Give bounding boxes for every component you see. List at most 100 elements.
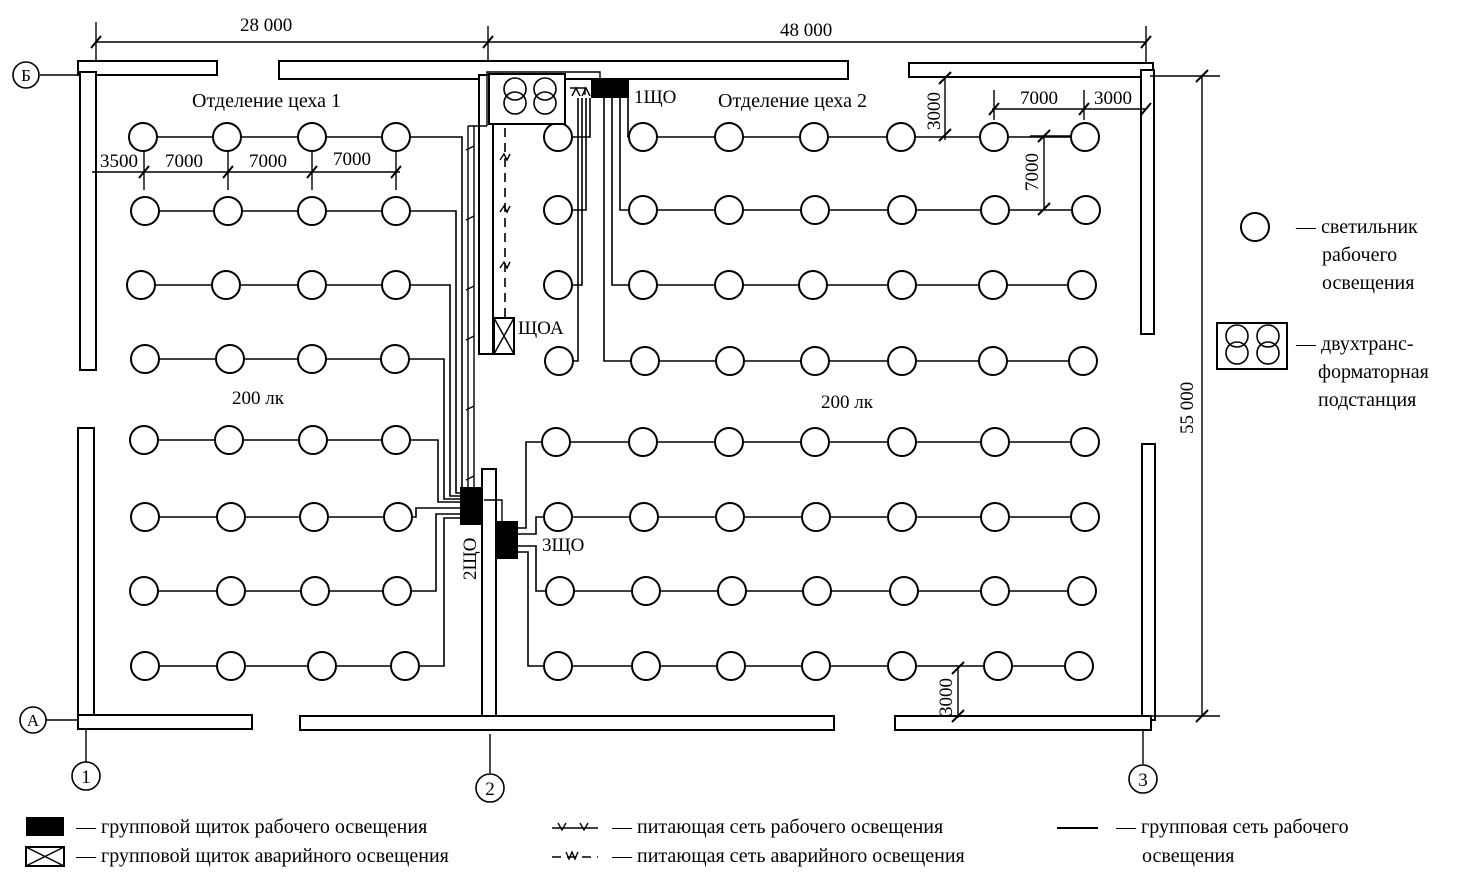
- luminaire: [543, 502, 573, 532]
- luminaire: [543, 122, 573, 152]
- luminaire: [980, 502, 1010, 532]
- luminaire: [297, 344, 327, 374]
- luminaire: [543, 651, 573, 681]
- legend-feed-emergency-icon: [552, 850, 598, 861]
- panel-3-icon: [496, 521, 518, 559]
- luminaire: [297, 196, 327, 226]
- luminaire: [714, 122, 744, 152]
- legend-feed-work-icon: [552, 822, 598, 832]
- panel-2-label: 2ЩО: [460, 538, 481, 580]
- legend-emergency-panel-icon: [25, 846, 65, 867]
- wall-partition-upper: [478, 74, 494, 355]
- legend-substation-icon: [1216, 322, 1288, 370]
- luminaire: [980, 427, 1010, 457]
- luminaire: [715, 346, 745, 376]
- legend-emergency-panel-text: — групповой щиток аварийного освещения: [75, 845, 449, 867]
- luminaire: [628, 195, 658, 225]
- luminaire: [307, 651, 337, 681]
- luminaire: [799, 122, 829, 152]
- luminaire: [802, 576, 832, 606]
- legend-feed-work-text: — питающая сеть рабочего освещения: [611, 816, 943, 838]
- luminaire: [130, 502, 160, 532]
- dim-top-offset: 3000: [924, 92, 945, 130]
- luminaire: [714, 195, 744, 225]
- walls: [77, 60, 1156, 731]
- luminaire: [380, 344, 410, 374]
- luminaire: [215, 344, 245, 374]
- dim-right-offset: 3000: [1094, 88, 1132, 109]
- luminaire: [211, 270, 241, 300]
- group-line: [603, 98, 1083, 362]
- luminaire: [628, 270, 658, 300]
- luminaire: [978, 270, 1008, 300]
- emergency-panel-label: ЩОА: [518, 318, 564, 339]
- luminaire: [381, 196, 411, 226]
- luminaire: [130, 344, 160, 374]
- axis-label-a: А: [27, 711, 40, 730]
- luminaire: [980, 195, 1010, 225]
- luminaire: [798, 270, 828, 300]
- group-line: [619, 98, 1086, 211]
- legend-substation-line2: форматорная: [1318, 361, 1429, 383]
- luminaire: [543, 270, 573, 300]
- luminaire: [801, 651, 831, 681]
- luminaire: [541, 427, 571, 457]
- wall-bottom-middle: [299, 715, 835, 731]
- luminaire: [543, 195, 573, 225]
- luminaire: [629, 502, 659, 532]
- luminaire: [128, 122, 158, 152]
- dim-pitch-1: 7000: [165, 151, 203, 172]
- luminaire: [631, 576, 661, 606]
- luminaire: [383, 502, 413, 532]
- luminaire: [887, 651, 917, 681]
- legend-substation-line1: — двухтранс-: [1295, 333, 1414, 355]
- luminaire: [126, 270, 156, 300]
- legend-luminaire-icon: [1240, 212, 1270, 242]
- luminaire: [887, 195, 917, 225]
- group-line: [572, 98, 587, 211]
- group-line: [572, 98, 583, 286]
- legend-work-panel-icon: [26, 817, 64, 836]
- luminaire: [886, 122, 916, 152]
- luminaires: [126, 122, 1101, 681]
- luminaire: [714, 427, 744, 457]
- group-line: [141, 284, 460, 497]
- panel-1-label: 1ЩО: [634, 87, 676, 108]
- group-line: [144, 439, 460, 503]
- group-line: [145, 517, 460, 667]
- luminaire: [212, 122, 242, 152]
- group-line: [518, 551, 1079, 667]
- luminaire: [631, 651, 661, 681]
- luminaire: [213, 196, 243, 226]
- dim-height-total: 55 000: [1177, 382, 1198, 434]
- luminaire: [300, 576, 330, 606]
- luminaire: [545, 576, 575, 606]
- group-line: [144, 513, 460, 592]
- luminaire: [129, 425, 159, 455]
- luminaire: [298, 425, 328, 455]
- luminaire: [390, 651, 420, 681]
- luminaire: [887, 502, 917, 532]
- feed-network-emergency: [499, 113, 511, 318]
- luminaire: [800, 427, 830, 457]
- luminaire: [628, 427, 658, 457]
- luminaire: [216, 502, 246, 532]
- luminaire: [628, 122, 658, 152]
- wall-left-upper: [79, 71, 97, 371]
- luminaire: [382, 576, 412, 606]
- room-2-illuminance: 200 лк: [821, 392, 874, 413]
- wall-top-right: [908, 62, 1154, 78]
- dim-pitch-right-h: 7000: [1020, 88, 1058, 109]
- wall-bottom-right: [894, 715, 1152, 731]
- luminaire: [381, 122, 411, 152]
- legend-work-panel-text: — групповой щиток рабочего освещения: [75, 816, 427, 838]
- wall-left-lower: [77, 427, 95, 719]
- wall-right-lower: [1141, 443, 1156, 721]
- legend-group-net-line1: — групповая сеть рабочего: [1115, 816, 1349, 838]
- legend-group-net-line2: освещения: [1142, 845, 1234, 867]
- luminaire: [381, 425, 411, 455]
- luminaire: [544, 346, 574, 376]
- luminaire: [299, 502, 329, 532]
- luminaire: [983, 651, 1013, 681]
- luminaire: [801, 502, 831, 532]
